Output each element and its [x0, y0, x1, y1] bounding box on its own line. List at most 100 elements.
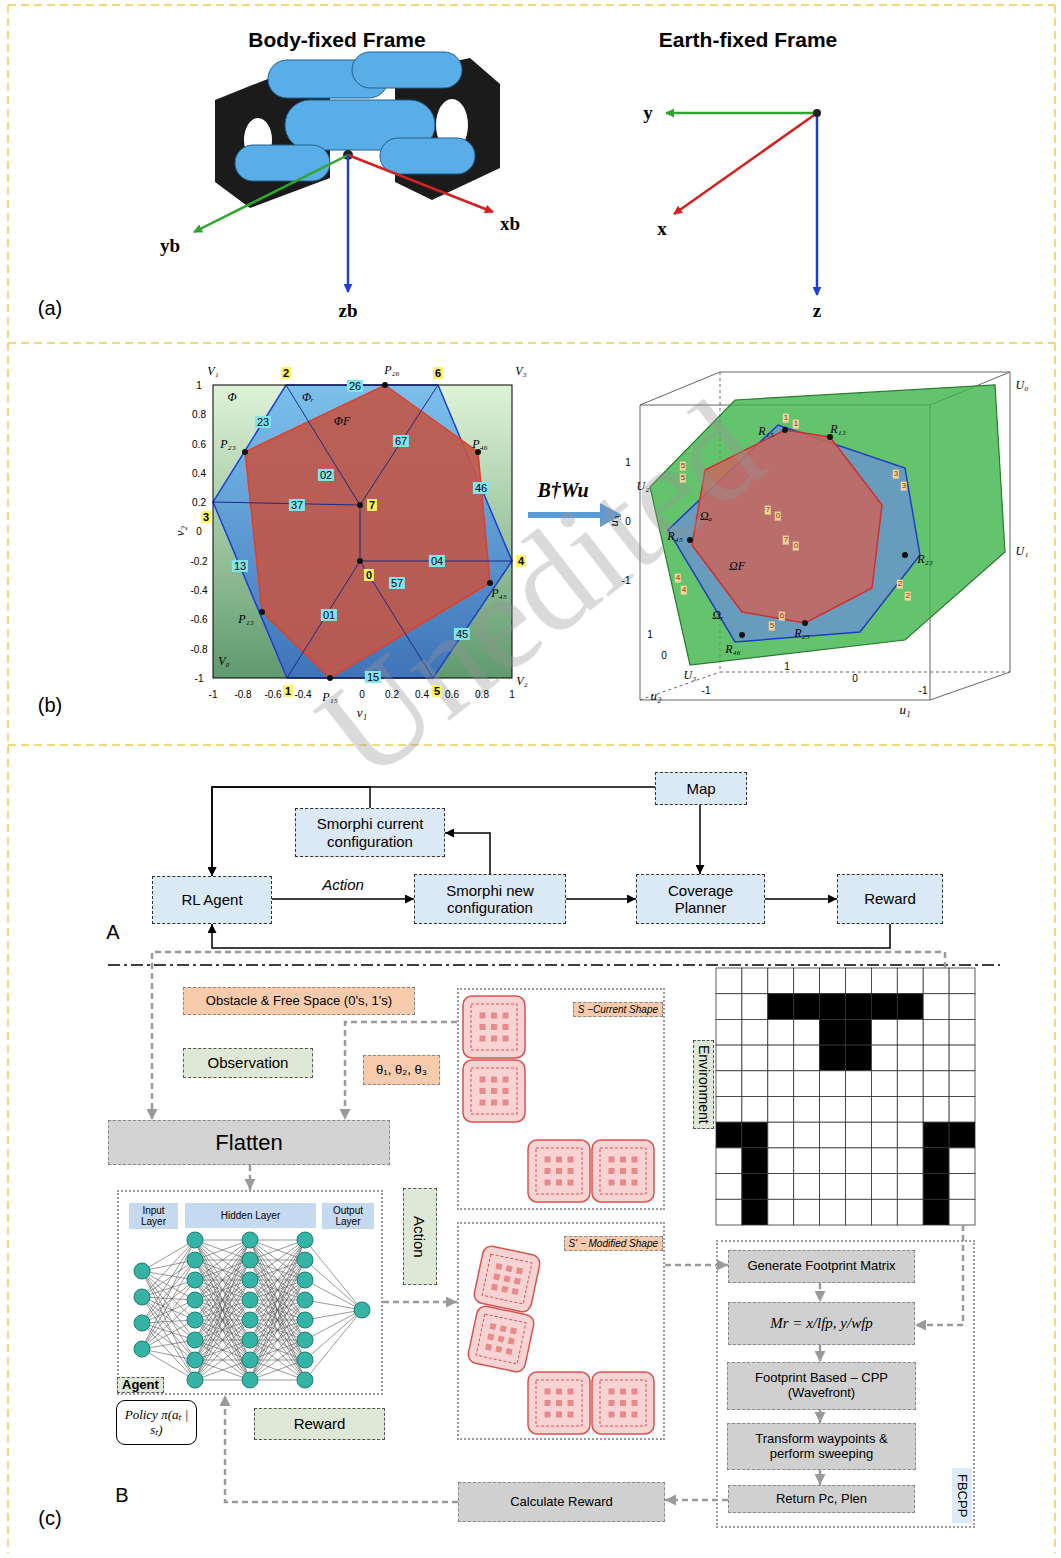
- robot-module: [568, 1389, 574, 1395]
- vertex-number: 1: [793, 420, 799, 429]
- vertex-number: 4: [675, 574, 681, 583]
- grid-cell: [768, 994, 794, 1020]
- network-neuron: [187, 1272, 203, 1288]
- polytope-3d-plot: [782, 427, 788, 433]
- network-neuron: [134, 1289, 150, 1305]
- grid-cell: [820, 968, 846, 994]
- node-text: Obstacle & Free Space (0's, 1's): [206, 994, 392, 1009]
- reward-tag: Reward: [254, 1408, 385, 1440]
- connector-arrow: [665, 1264, 728, 1267]
- robot-module: [491, 1024, 497, 1030]
- tick-label: -1: [209, 689, 218, 700]
- point-label: R₂₅: [794, 627, 810, 640]
- network-neuron: [187, 1292, 203, 1308]
- network-neuron: [242, 1372, 258, 1388]
- grid-cell: [949, 994, 975, 1020]
- robot-module: [514, 1278, 521, 1285]
- process-box: Generate Footprint Matrix: [728, 1250, 915, 1283]
- robot-module: [568, 1168, 574, 1174]
- network-link: [250, 1360, 305, 1380]
- robot-module: [503, 1077, 509, 1083]
- robot-module: [463, 996, 525, 1058]
- connector-arrow: [765, 898, 837, 900]
- robot-module: [556, 1168, 562, 1174]
- vertex-number: 5: [680, 474, 686, 483]
- vertex-label: U₃: [684, 669, 697, 682]
- robot-module: [620, 1412, 626, 1418]
- tick-label: -0.6: [190, 614, 207, 625]
- network-link: [195, 1240, 250, 1260]
- point-label: P₄₆: [472, 438, 488, 451]
- robot-module: [545, 1180, 551, 1186]
- robot-module: [609, 1400, 615, 1406]
- grid-cell: [897, 1019, 923, 1045]
- robot-module: [506, 1265, 513, 1272]
- vertex-number: 2: [897, 580, 903, 589]
- network-neuron: [354, 1302, 370, 1318]
- robot-module: [600, 1380, 646, 1426]
- grid-cell: [794, 1019, 820, 1045]
- earth-axes: [813, 109, 821, 117]
- grid-cell: [768, 1071, 794, 1097]
- robot-module: [487, 1333, 494, 1340]
- grid-cell: [742, 1148, 768, 1174]
- point-label: P₁₃: [238, 613, 254, 626]
- grid-cell: [794, 994, 820, 1020]
- network-link: [195, 1280, 250, 1380]
- robot-module: [568, 1412, 574, 1418]
- grid-cell: [794, 968, 820, 994]
- earth-axes: [666, 109, 821, 295]
- network-link: [305, 1310, 362, 1340]
- grid-cell: [897, 968, 923, 994]
- vertex-number: 3: [893, 470, 899, 479]
- panel-border: [8, 744, 1055, 746]
- tick-label: 0: [852, 673, 858, 684]
- grid-cell: [949, 1097, 975, 1123]
- grid-cell: [820, 1122, 846, 1148]
- robot-module: [592, 1372, 654, 1434]
- panel-label: (a): [38, 297, 62, 319]
- connector-arrow: [345, 1022, 457, 1120]
- grid-cell: [716, 1097, 742, 1123]
- edge-number: 02: [318, 469, 334, 481]
- grid-cell: [846, 968, 872, 994]
- panel-title: FBCPP: [952, 1468, 972, 1523]
- edge-number: 67: [393, 435, 409, 447]
- part-label: B: [115, 1484, 128, 1506]
- grid-cell: [871, 1122, 897, 1148]
- vertex-number: 1: [283, 685, 293, 697]
- network-link: [195, 1240, 250, 1300]
- network-link: [250, 1280, 305, 1380]
- robot-module: [556, 1400, 562, 1406]
- robot-module: [528, 1140, 590, 1202]
- robot-module: [632, 1389, 638, 1395]
- robot-module: [609, 1157, 615, 1163]
- network-link: [250, 1240, 305, 1300]
- grid-cell: [897, 1148, 923, 1174]
- environment-panel: Environment: [693, 968, 975, 1225]
- connector-arrow: [445, 833, 490, 874]
- robot-module: [620, 1157, 626, 1163]
- grid-cell: [768, 1148, 794, 1174]
- node-text: Footprint Based – CPP (Wavefront): [734, 1371, 909, 1401]
- vertex-number: 0: [364, 569, 374, 581]
- robot-module: [592, 1140, 654, 1202]
- robot-module: [528, 1372, 590, 1434]
- grid-cell: [846, 1199, 872, 1225]
- grid-cell: [742, 1045, 768, 1071]
- robot-module: [545, 1400, 551, 1406]
- input-label: Obstacle & Free Space (0's, 1's): [183, 987, 415, 1015]
- robot-module: [620, 1180, 626, 1186]
- tick-label: -0.8: [234, 689, 251, 700]
- robot-module: [485, 1344, 492, 1351]
- connector-arrow: [383, 1301, 457, 1304]
- layer-label: Hidden Layer: [185, 1203, 316, 1228]
- process-box: Footprint Based – CPP (Wavefront): [727, 1362, 916, 1410]
- robot-module: [503, 1088, 509, 1094]
- network-neuron: [297, 1332, 313, 1348]
- grid-cell: [742, 1019, 768, 1045]
- point-label: P₄₅: [491, 587, 507, 600]
- network-link: [195, 1240, 250, 1340]
- network-neuron: [297, 1252, 313, 1268]
- rov-illustration: [352, 52, 462, 88]
